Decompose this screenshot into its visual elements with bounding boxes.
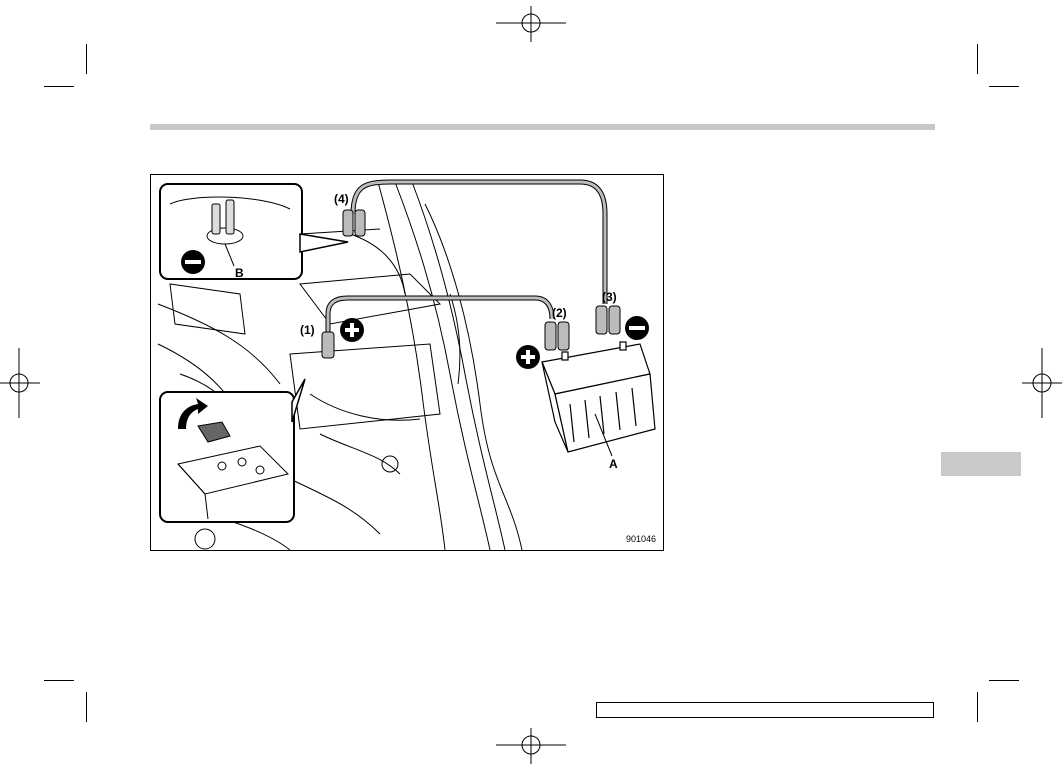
crop-mark-bottom-right-h	[989, 680, 1019, 681]
clamp-4	[342, 209, 366, 237]
callout-b: B	[235, 266, 244, 280]
minus-symbol-icon	[181, 250, 205, 274]
minus-symbol-icon	[625, 316, 649, 340]
curved-arrow-icon	[178, 398, 208, 429]
callout-4: (4)	[334, 192, 349, 206]
plus-symbol-icon	[340, 318, 364, 342]
registration-mark-icon	[496, 728, 566, 764]
crop-mark-top-right-v	[977, 44, 978, 74]
battery-icon	[541, 341, 656, 453]
plus-symbol-icon	[516, 345, 540, 369]
callout-3: (3)	[602, 290, 617, 304]
crop-mark-top-left-h	[44, 86, 74, 87]
clamp-1	[321, 331, 335, 359]
registration-mark-icon	[496, 6, 566, 42]
leader-a	[594, 413, 613, 457]
jumper-cables	[325, 179, 608, 344]
registration-mark-icon	[0, 348, 40, 418]
callout-a: A	[609, 457, 618, 471]
engine-bay-drawing	[157, 181, 523, 551]
inset-battery-cover	[159, 378, 306, 523]
crop-mark-bottom-right-v	[977, 692, 978, 722]
registration-mark-icon	[1022, 348, 1062, 418]
footer-box	[596, 702, 934, 718]
figure-id: 901046	[626, 534, 656, 544]
crop-mark-top-right-h	[989, 86, 1019, 87]
crop-mark-top-left-v	[86, 44, 87, 74]
crop-mark-bottom-left-h	[44, 680, 74, 681]
crop-mark-bottom-left-v	[86, 692, 87, 722]
callout-1: (1)	[300, 323, 315, 337]
chapter-tab	[941, 452, 1021, 476]
header-rule	[150, 124, 935, 130]
clamp-3	[595, 305, 621, 335]
callout-2: (2)	[552, 306, 567, 320]
jump-start-figure: (1) (2) (3) (4) A B 901046	[150, 174, 664, 551]
clamp-2	[544, 321, 570, 351]
